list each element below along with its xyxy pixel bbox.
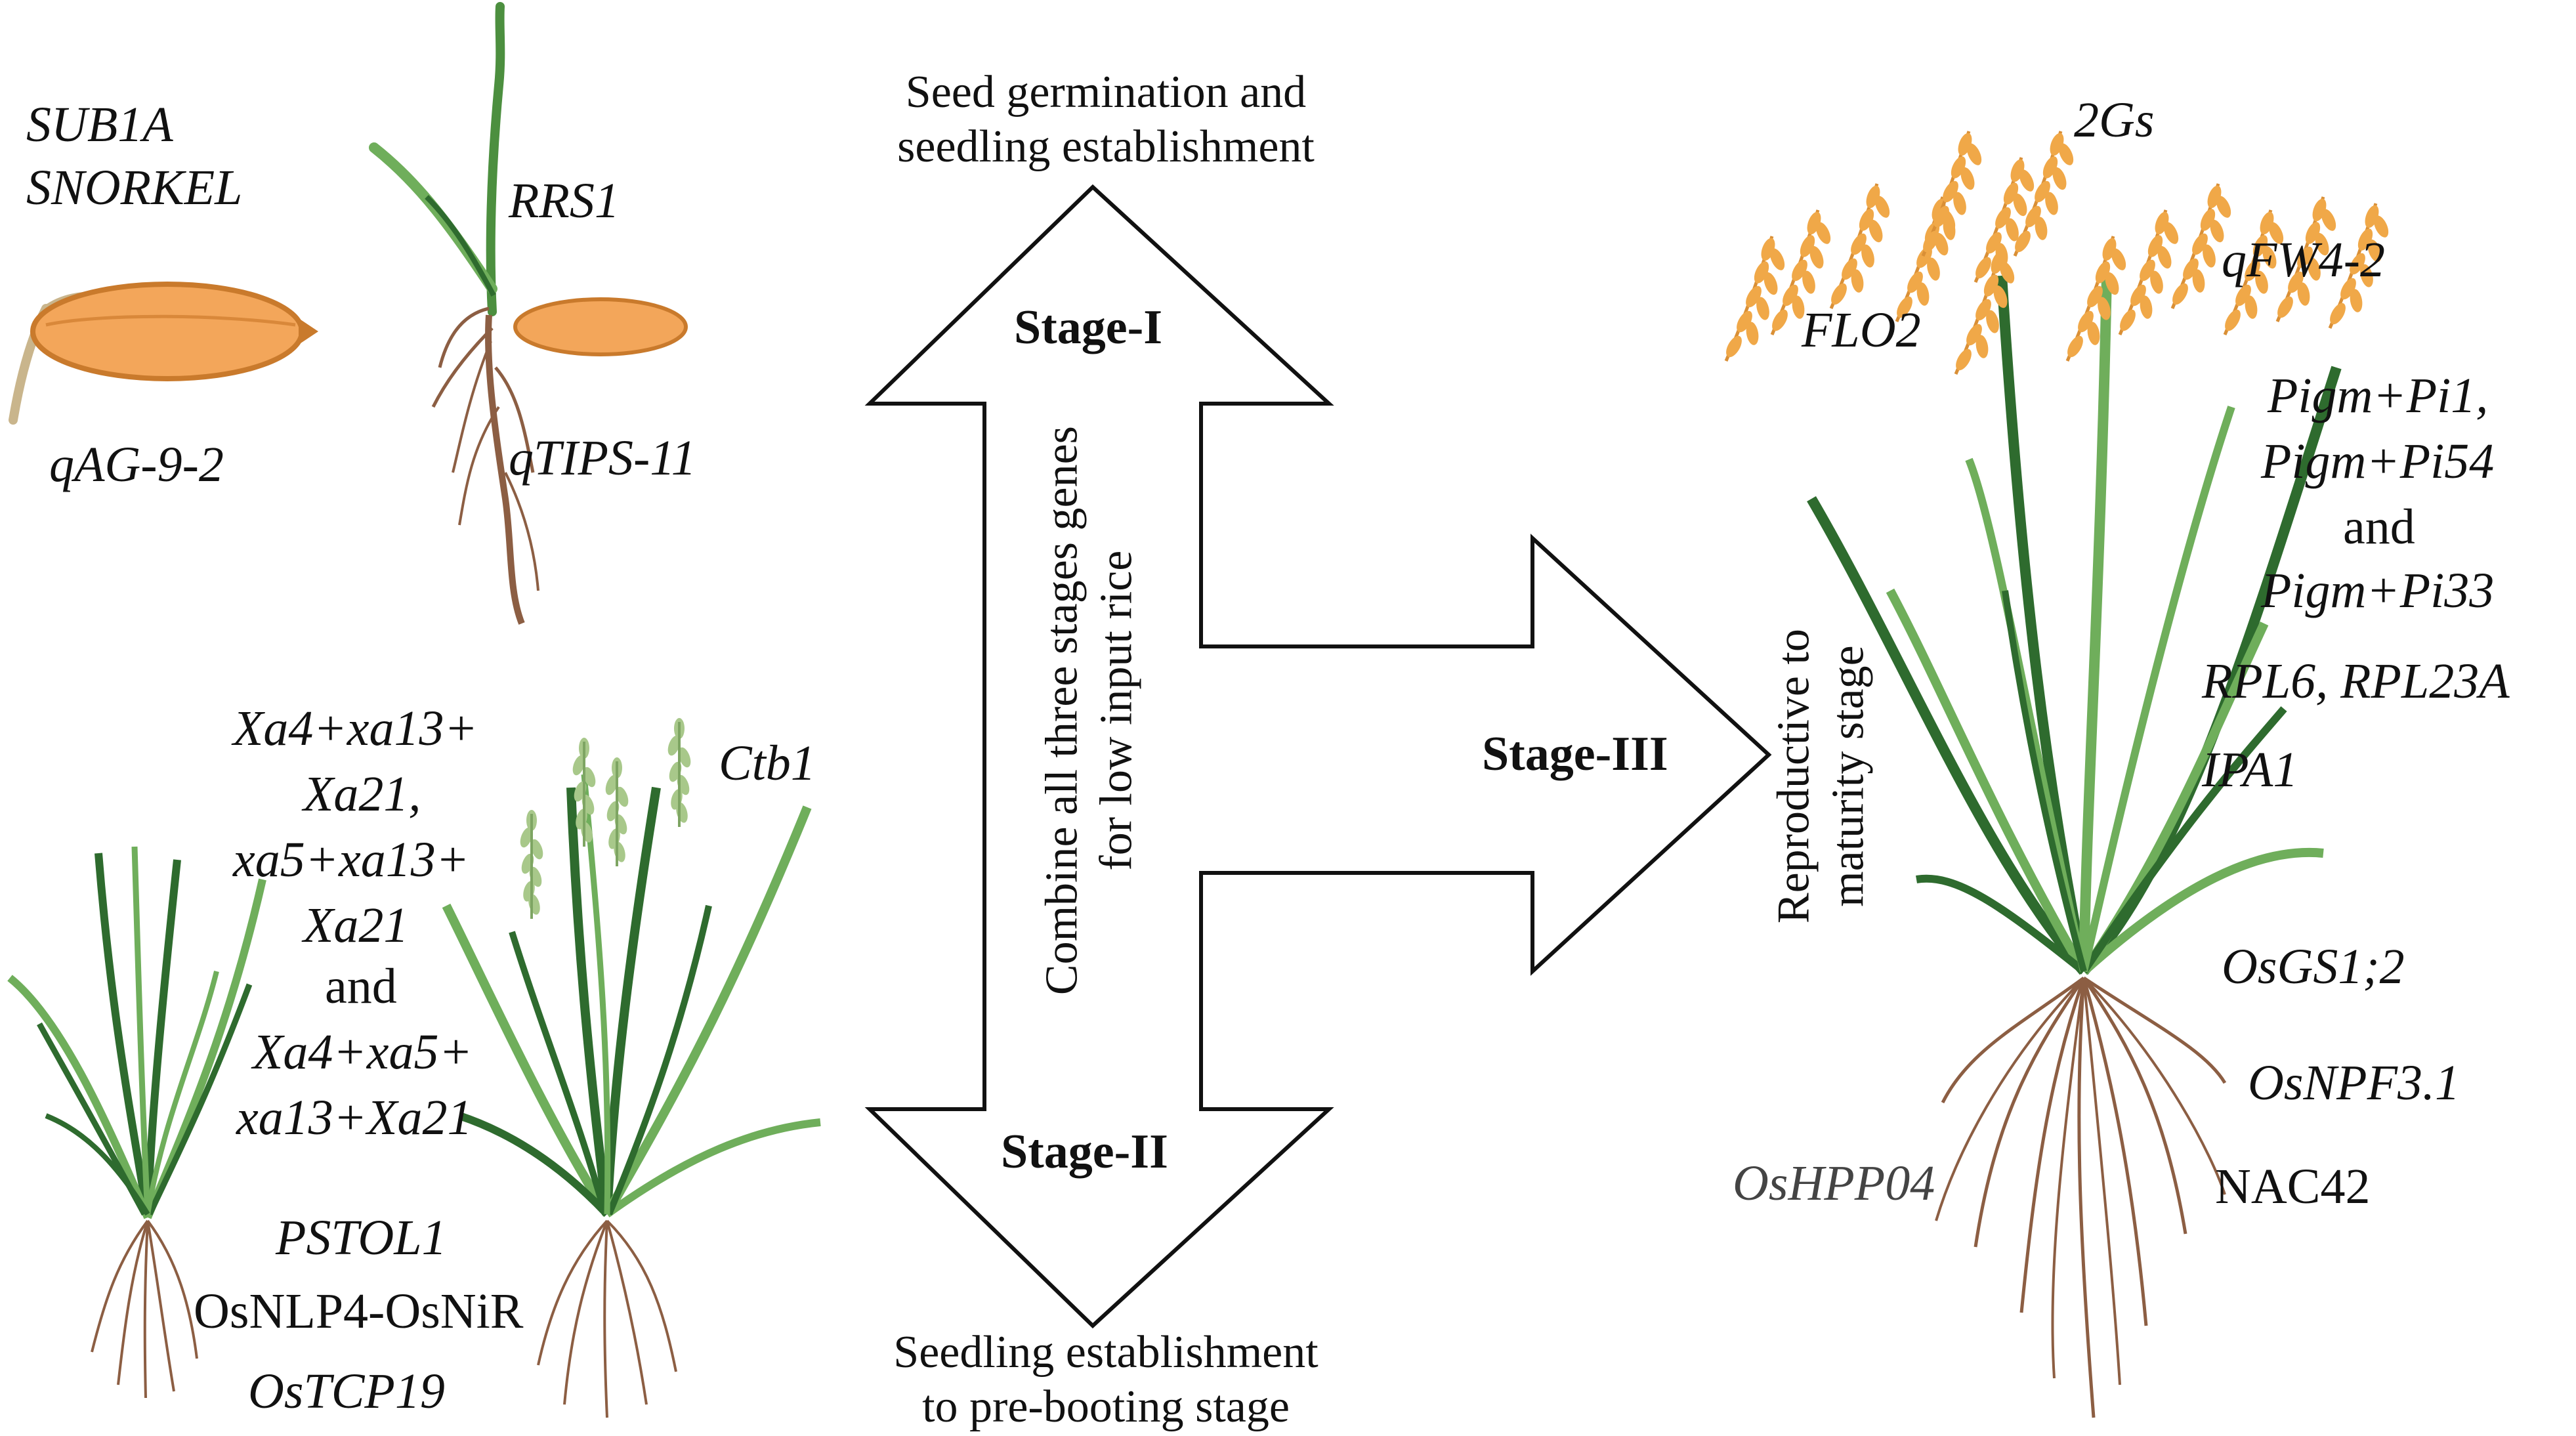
gene-xa21-a: Xa21, — [303, 767, 421, 822]
stage-3-label: Stage-III — [1482, 727, 1668, 781]
gene-osnlp4-osnir: OsNLP4-OsNiR — [194, 1284, 524, 1339]
gene-pigm-pi1: Pigm+Pi1, — [2268, 368, 2489, 423]
gene-qtips-11: qTIPS-11 — [509, 431, 696, 486]
gene-pigm-pi33: Pigm+Pi33 — [2261, 563, 2495, 618]
gene-ipa1: IPA1 — [2202, 742, 2298, 797]
gene-xa13-xa21: xa13+Xa21 — [236, 1090, 473, 1145]
gene-nac42: NAC42 — [2215, 1159, 2371, 1214]
gene-osgs1-2: OsGS1;2 — [2222, 939, 2405, 994]
small-rice-plant-illustration — [7, 846, 266, 1399]
gene-xa5-xa13: xa5+xa13+ — [233, 832, 470, 887]
gene-flo2: FLO2 — [1802, 303, 1921, 358]
double-arrow-stage-1-2 — [864, 184, 1772, 1329]
gene-rrs1: RRS1 — [509, 173, 620, 228]
gene-xa4-xa5: Xa4+xa5+ — [253, 1024, 473, 1080]
stage-2-caption-line-2: to pre-booting stage — [922, 1381, 1290, 1432]
stage-1-label: Stage-I — [1014, 301, 1163, 354]
mature-rice-plant-illustration — [1723, 131, 2392, 1418]
reproductive-stage-text: Reproductive to maturity stage — [1767, 547, 1875, 1006]
combine-stages-line-1: Combine all three stages genes — [1036, 426, 1087, 996]
gene-osnpf3-1: OsNPF3.1 — [2248, 1055, 2460, 1110]
gene-qfw4-2: qFW4-2 — [2222, 232, 2386, 287]
stage-1-caption: Seed germination and seedling establishm… — [830, 66, 1382, 174]
rice-seedling-illustration — [369, 2, 688, 625]
and-word-stage-3: and — [2343, 499, 2415, 555]
and-word-stage-2: and — [325, 959, 397, 1014]
gene-rpl6-rpl23a: RPL6, RPL23A — [2202, 654, 2510, 709]
gene-xa4-xa13: Xa4+xa13+ — [233, 701, 478, 756]
gene-sub1a: SUB1A — [26, 97, 173, 152]
gene-xa21-b: Xa21 — [303, 898, 409, 953]
gene-2gs: 2Gs — [2074, 93, 2155, 148]
rice-seed-illustration — [9, 282, 318, 425]
gene-snorkel: SNORKEL — [26, 160, 243, 215]
reproductive-stage-line-2: maturity stage — [1823, 645, 1873, 907]
stage-1-caption-line-1: Seed germination and — [905, 67, 1307, 117]
gene-ctb1: Ctb1 — [719, 736, 816, 791]
combine-stages-text: Combine all three stages genes for low i… — [1035, 415, 1143, 1006]
gene-oshpp04: OsHPP04 — [1733, 1156, 1935, 1211]
stage-2-label: Stage-II — [1001, 1125, 1168, 1179]
stage-2-caption: Seedling establishment to pre-booting st… — [830, 1326, 1382, 1434]
gene-ostcp19: OsTCP19 — [248, 1364, 445, 1419]
stage-1-caption-line-2: seedling establishment — [897, 121, 1315, 172]
stage-2-caption-line-1: Seedling establishment — [893, 1327, 1319, 1378]
reproductive-stage-line-1: Reproductive to — [1768, 629, 1819, 924]
gene-pigm-pi54: Pigm+Pi54 — [2261, 434, 2495, 489]
flowering-rice-plant-illustration — [442, 717, 821, 1418]
gene-qag-9-2: qAG-9-2 — [49, 437, 224, 492]
combine-stages-line-2: for low input rice — [1091, 550, 1141, 871]
gene-pstol1: PSTOL1 — [276, 1210, 447, 1265]
